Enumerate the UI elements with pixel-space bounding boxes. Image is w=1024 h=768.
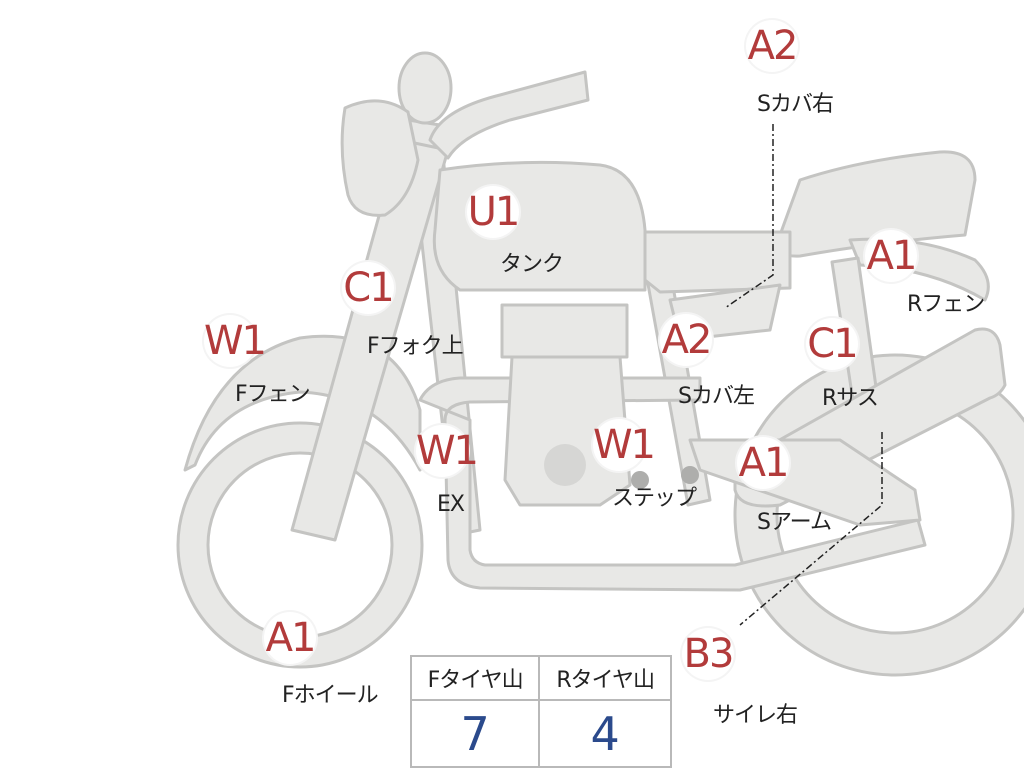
engine-block xyxy=(503,355,632,507)
seat xyxy=(777,150,977,258)
tank-code: U1 xyxy=(467,186,520,238)
engine-cylinder-head xyxy=(500,303,629,359)
front-wheel-marker: A1 xyxy=(258,612,322,664)
tire-tread-table: Fタイヤ山 Rタイヤ山 7 4 xyxy=(409,655,672,768)
handlebar xyxy=(428,70,590,160)
front-wheel-label: Fホイール xyxy=(282,683,379,708)
front-wheel-inner xyxy=(206,451,394,639)
muffler-right-label: サイレ右 xyxy=(713,703,798,728)
front-tread-value: 7 xyxy=(409,699,541,768)
side-cover-left-marker: A2 xyxy=(654,314,718,366)
rear-fender-marker: A1 xyxy=(859,230,923,282)
swing-arm-code: A1 xyxy=(737,437,789,489)
front-fork xyxy=(290,138,450,542)
muffler-right-marker: B3 xyxy=(676,628,740,680)
rear-suspension-label: Rサス xyxy=(822,386,879,411)
tire-tread-header-row: Fタイヤ山 Rタイヤ山 xyxy=(409,655,672,701)
front-fender-code: W1 xyxy=(204,315,267,367)
exhaust-code: W1 xyxy=(416,425,479,477)
rear-suspension-marker: C1 xyxy=(800,318,864,370)
side-cover-right-marker: A2 xyxy=(740,20,804,72)
exhaust-marker: W1 xyxy=(410,425,479,477)
step-marker: W1 xyxy=(587,419,656,471)
rear-fender-code: A1 xyxy=(865,230,917,282)
side-cover-right-code: A2 xyxy=(746,20,798,72)
front-fender-marker: W1 xyxy=(198,315,267,367)
side-cover-left-code: A2 xyxy=(660,314,712,366)
mirror xyxy=(397,51,453,125)
rear-fender-label: Rフェン xyxy=(907,292,985,317)
exhaust-pipe xyxy=(418,376,927,592)
muffler-right-code: B3 xyxy=(682,628,734,680)
tank-marker: U1 xyxy=(461,186,525,238)
front-fender-label: Fフェン xyxy=(235,382,311,407)
rear-tread-value: 4 xyxy=(538,699,672,768)
rear-suspension-code: C1 xyxy=(806,318,859,370)
tire-tread-value-row: 7 4 xyxy=(409,699,672,768)
footpeg-rear xyxy=(681,466,699,484)
side-cover-frame xyxy=(638,230,792,294)
swing-arm-marker: A1 xyxy=(731,437,795,489)
rear-tread-header: Rタイヤ山 xyxy=(538,655,672,701)
front-tread-header: Fタイヤ山 xyxy=(409,655,541,701)
side-cover-left-label: Sカバ左 xyxy=(678,384,755,409)
fork-upper-marker: C1 xyxy=(336,262,400,314)
side-cover-right-label: Sカバ右 xyxy=(757,92,834,117)
engine-cover xyxy=(544,444,586,486)
front-wheel-code: A1 xyxy=(264,612,316,664)
leader-line-side-cover-right xyxy=(724,124,774,309)
swing-arm-label: Sアーム xyxy=(757,510,832,535)
step-label: ステップ xyxy=(612,486,697,511)
exhaust-label: EX xyxy=(437,492,465,517)
fork-upper-code: C1 xyxy=(342,262,395,314)
footpeg xyxy=(631,471,649,489)
step-code: W1 xyxy=(593,419,656,471)
tank-label: タンク xyxy=(500,252,564,277)
headlight xyxy=(340,99,420,217)
leader-line-muffler-right xyxy=(739,432,883,626)
fork-upper-label: Fフォク上 xyxy=(367,334,464,359)
